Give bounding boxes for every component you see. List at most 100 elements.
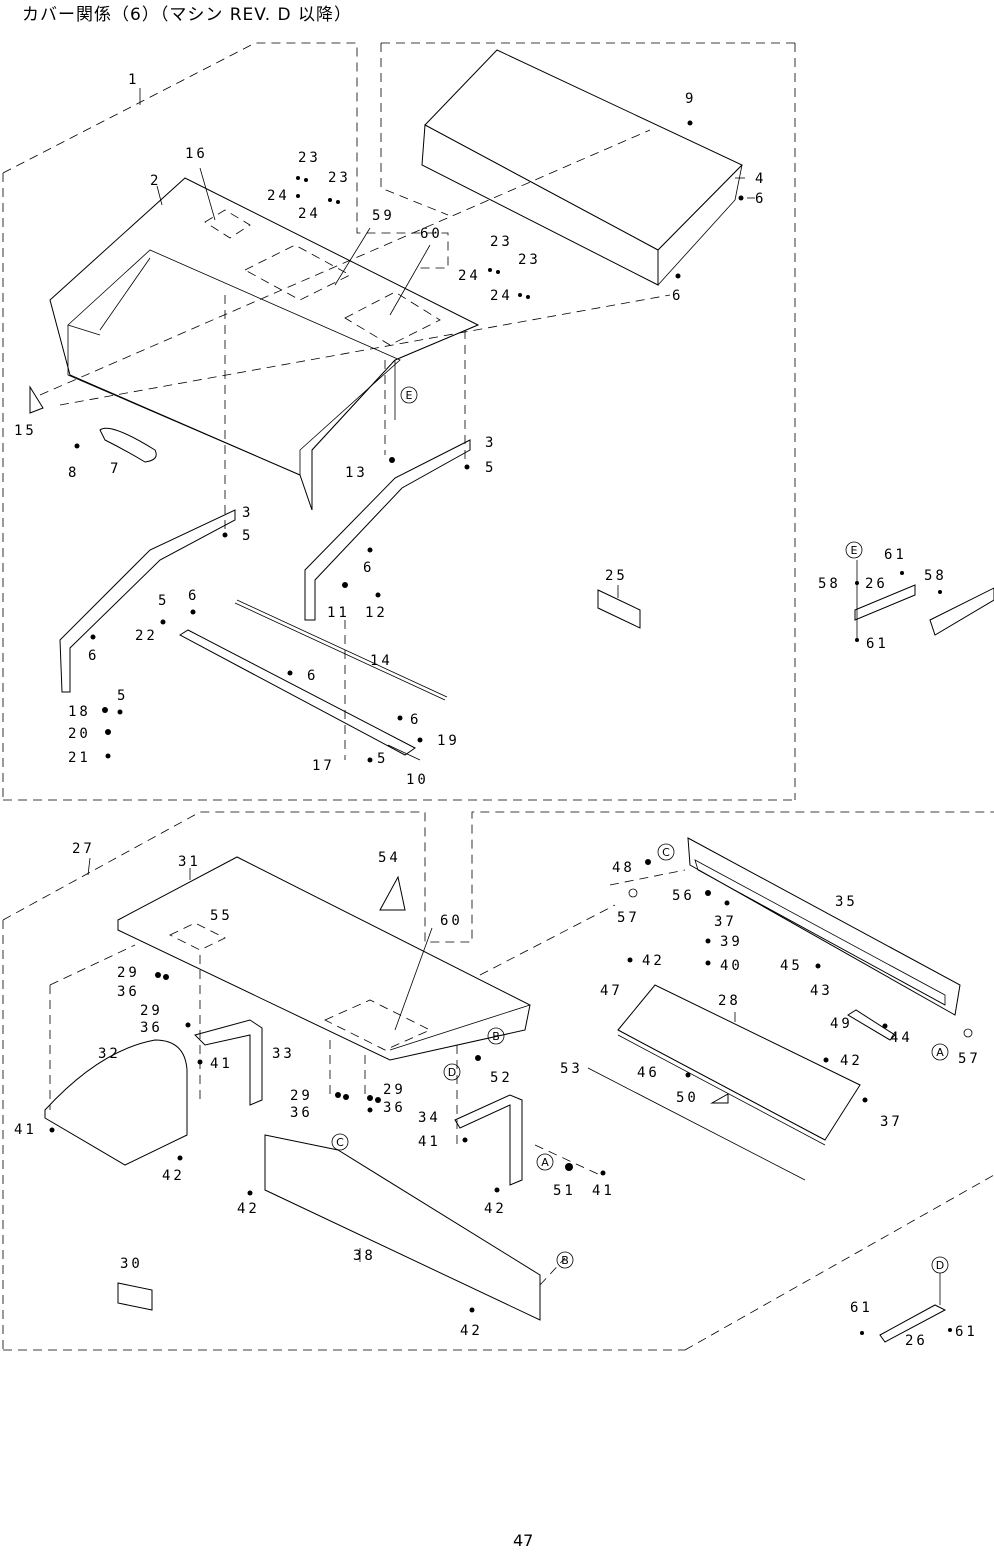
- callout-49: 49: [830, 1016, 853, 1032]
- callout-53: 53: [560, 1061, 583, 1077]
- svg-text:E: E: [851, 544, 858, 557]
- ref-marker-d-detail: D: [931, 1256, 949, 1274]
- callout-45: 45: [780, 958, 803, 974]
- callout-23b: 23: [328, 170, 351, 186]
- callout-41d: 41: [592, 1183, 615, 1199]
- callout-57b: 57: [958, 1051, 981, 1067]
- label-plate-25: [597, 589, 641, 629]
- rod-and-plate-parts: [179, 599, 448, 761]
- ref-marker-b-lower: B: [556, 1251, 574, 1269]
- callout-6a: 6: [755, 191, 766, 207]
- rod-53-and-arm-43: [587, 1009, 896, 1181]
- callout-13: 13: [345, 465, 368, 481]
- callout-41c: 41: [14, 1122, 37, 1138]
- callout-61d: 61: [955, 1324, 978, 1340]
- callout-19: 19: [437, 733, 460, 749]
- svg-text:E: E: [406, 389, 413, 402]
- callout-6b: 6: [672, 288, 683, 304]
- callout-41b: 41: [418, 1134, 441, 1150]
- upper-hardware: [74, 120, 744, 763]
- svg-text:C: C: [662, 846, 670, 859]
- callout-29d: 29: [383, 1082, 406, 1098]
- callout-9: 9: [685, 91, 696, 107]
- callout-29c: 29: [290, 1088, 313, 1104]
- callout-61a: 61: [884, 547, 907, 563]
- upper-leader-lines: [39, 88, 755, 760]
- callout-29b: 29: [140, 1003, 163, 1019]
- callout-59: 59: [372, 208, 395, 224]
- callout-46: 46: [637, 1065, 660, 1081]
- callout-14: 14: [370, 653, 393, 669]
- callout-56: 56: [672, 888, 695, 904]
- callout-5a: 5: [485, 460, 496, 476]
- callout-54: 54: [378, 850, 401, 866]
- lower-top-cover-part: [117, 856, 531, 1061]
- svg-text:D: D: [448, 1066, 456, 1079]
- ref-marker-b-upper: B: [487, 1027, 505, 1045]
- callout-10: 10: [406, 772, 429, 788]
- callout-44: 44: [890, 1030, 913, 1046]
- callout-43: 43: [810, 983, 833, 999]
- ref-marker-e-detail: E: [845, 541, 863, 559]
- svg-text:D: D: [936, 1259, 944, 1272]
- lower-leader-lines: [49, 857, 736, 1286]
- callout-24d: 24: [490, 288, 513, 304]
- callout-20: 20: [68, 726, 91, 742]
- callout-29a: 29: [117, 965, 140, 981]
- callout-labels: 1 2 16 23 23 24 24 59 60 23 23 24 24 9 4…: [14, 72, 981, 1349]
- callout-36b: 36: [140, 1020, 163, 1036]
- handle-part: [99, 427, 157, 463]
- lower-assembly-boundary: [2, 811, 994, 1351]
- callout-37a: 37: [714, 914, 737, 930]
- callout-42b: 42: [237, 1201, 260, 1217]
- svg-text:A: A: [541, 1156, 549, 1169]
- ref-marker-c-lower: C: [331, 1133, 349, 1151]
- ref-marker-d-main: D: [443, 1063, 461, 1081]
- callout-12: 12: [365, 605, 388, 621]
- reference-markers: E E C B D A C A: [331, 386, 949, 1274]
- front-panel-part: [264, 1134, 541, 1321]
- callout-4: 4: [755, 171, 766, 187]
- callout-6f: 6: [307, 668, 318, 684]
- callout-3a: 3: [485, 435, 496, 451]
- callout-5b: 5: [242, 528, 253, 544]
- callout-42c: 42: [484, 1201, 507, 1217]
- callout-21: 21: [68, 750, 91, 766]
- callout-17: 17: [312, 758, 335, 774]
- callout-34: 34: [418, 1110, 441, 1126]
- page-number: 47: [513, 1531, 534, 1550]
- callout-41a: 41: [210, 1056, 233, 1072]
- rear-cover-part: [421, 49, 743, 286]
- bracket-34-part: [454, 1094, 523, 1186]
- callout-24: 24: [267, 188, 290, 204]
- callout-6c: 6: [363, 560, 374, 576]
- callout-39: 39: [720, 934, 743, 950]
- label-plate-30: [117, 1282, 153, 1311]
- detail-d: [860, 1273, 952, 1343]
- svg-text:B: B: [492, 1030, 500, 1043]
- callout-58b: 58: [924, 568, 947, 584]
- callout-55: 55: [210, 908, 233, 924]
- rear-cover-35-part: [687, 837, 961, 1016]
- callout-3b: 3: [242, 505, 253, 521]
- callout-32: 32: [98, 1046, 121, 1062]
- bracket-33-part: [194, 1019, 263, 1106]
- callout-35: 35: [835, 894, 858, 910]
- callout-52: 52: [490, 1070, 513, 1086]
- callout-33: 33: [272, 1046, 295, 1062]
- callout-50: 50: [676, 1090, 699, 1106]
- callout-58a: 58: [818, 576, 841, 592]
- callout-57a: 57: [617, 910, 640, 926]
- callout-51: 51: [553, 1183, 576, 1199]
- callout-5e: 5: [377, 751, 388, 767]
- callout-36d: 36: [383, 1100, 406, 1116]
- ref-marker-a-lower: A: [536, 1153, 554, 1171]
- side-panel-part: [44, 1039, 188, 1166]
- callout-15: 15: [14, 423, 37, 439]
- callout-42d: 42: [460, 1323, 483, 1339]
- ref-marker-e-upper: E: [400, 386, 418, 404]
- right-bracket-part: [304, 439, 471, 621]
- callout-60b: 60: [440, 913, 463, 929]
- callout-48: 48: [612, 860, 635, 876]
